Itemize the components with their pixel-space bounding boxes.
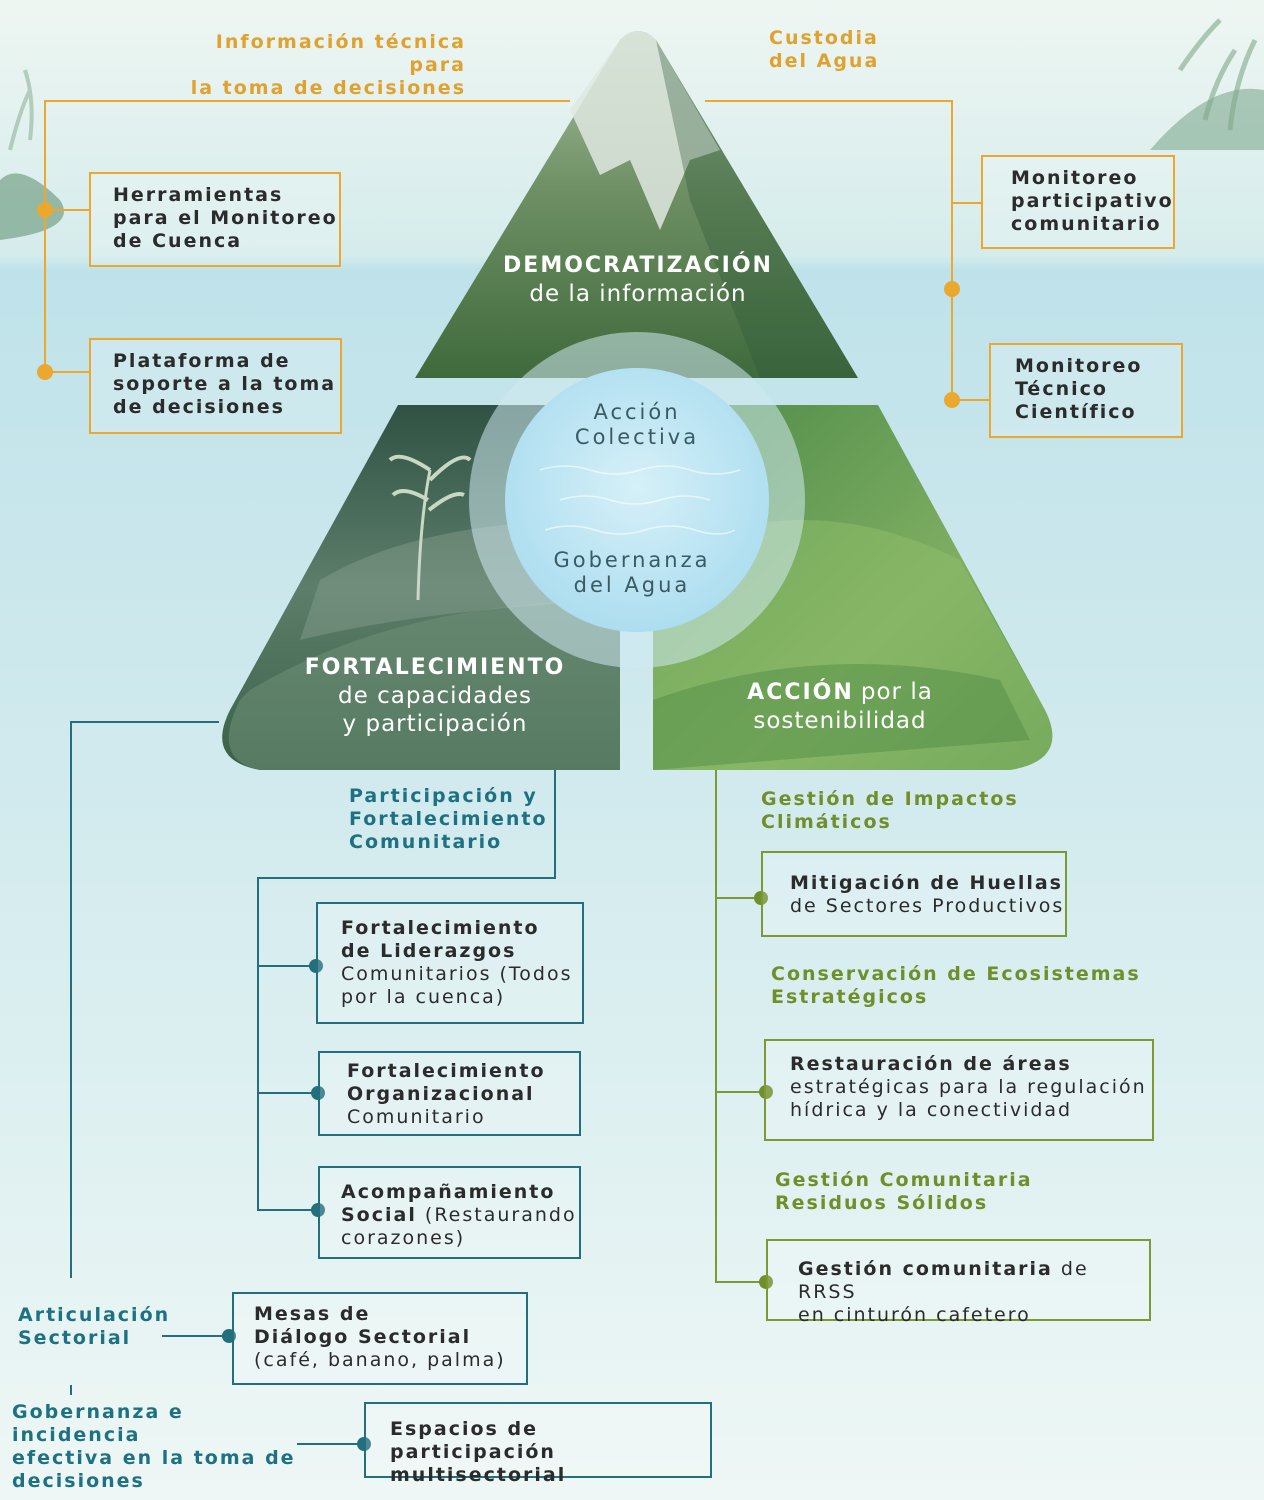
heading-line: Gestión Comunitaria (775, 1169, 1033, 1191)
heading-line: Información técnica para (215, 31, 466, 76)
democratizacion-subtitle: de la información (529, 281, 747, 307)
box-line: Herramientas (113, 184, 284, 206)
box-line: comunitario (1011, 213, 1162, 235)
top-triangle-shape (415, 31, 858, 378)
organizacional-box: Fortalecimiento Organizacional Comunitar… (318, 1051, 581, 1136)
plataforma-box: Plataforma de soporte a la toma de decis… (89, 338, 342, 434)
liderazgos-box: Fortalecimiento de Liderazgos Comunitari… (316, 902, 584, 1024)
impactos-heading: Gestión de Impactos Climáticos (761, 788, 1061, 834)
gobernanza-heading: Gobernanza e incidencia efectiva en la t… (12, 1401, 312, 1493)
box-line: multisectorial (390, 1464, 567, 1486)
democratizacion-title: DEMOCRATIZACIÓN (503, 253, 773, 278)
box-line: Acompañamiento (341, 1181, 556, 1203)
box-line: corazones) (341, 1227, 466, 1249)
center-line-4: del Agua (573, 573, 691, 597)
box-line: de Sectores Productivos (790, 895, 1065, 917)
mitigacion-box: Mitigación de Huellas de Sectores Produc… (761, 851, 1067, 937)
box-line: para el Monitoreo (113, 207, 338, 229)
box-line: Fortalecimiento (341, 917, 540, 939)
box-line: soporte a la toma (113, 373, 337, 395)
box-line: Científico (1015, 401, 1137, 423)
left-triangle-title: FORTALECIMIENTO de capacidades y partici… (270, 654, 600, 738)
center-label-bottom: Gobernanza del Agua (532, 548, 732, 598)
connector-dot (37, 202, 53, 218)
heading-line: Climáticos (761, 811, 892, 833)
box-line: Mitigación de Huellas (790, 872, 1063, 894)
conservacion-heading: Conservación de Ecosistemas Estratégicos (771, 963, 1151, 1009)
heading-line: del Agua (769, 50, 880, 72)
fortalecimiento-title: FORTALECIMIENTO (304, 655, 566, 680)
box-line: Comunitario (347, 1106, 486, 1128)
fortalecimiento-subtitle-2: y participación (342, 711, 528, 737)
heading-line: Estratégicos (771, 986, 929, 1008)
box-line: de Cuenca (113, 230, 243, 252)
connector-dot (759, 1085, 773, 1099)
restauracion-box: Restauración de áreas estratégicas para … (764, 1039, 1154, 1141)
box-line: de Liderazgos (341, 940, 517, 962)
box-line: Diálogo Sectorial (254, 1326, 472, 1348)
heading-line: Gobernanza e incidencia (12, 1401, 184, 1446)
connector-dot (37, 364, 53, 380)
monitoreo-participativo-box: Monitoreo participativo comunitario (981, 155, 1175, 249)
box-line: Restauración de áreas (790, 1053, 1072, 1075)
monitoreo-tecnico-box: Monitoreo Técnico Científico (989, 343, 1183, 438)
connector-dot (944, 281, 960, 297)
mesas-box: Mesas de Diálogo Sectorial (café, banano… (232, 1292, 528, 1385)
box-line: de decisiones (113, 396, 285, 418)
articulacion-heading: Articulación Sectorial (18, 1304, 168, 1350)
box-line: hídrica y la conectividad (790, 1099, 1073, 1121)
heading-line: Participación y (349, 785, 538, 807)
box-line: Fortalecimiento (347, 1060, 546, 1082)
accion-subtitle: sostenibilidad (753, 708, 927, 734)
box-line: Técnico (1015, 378, 1108, 400)
residuos-heading: Gestión Comunitaria Residuos Sólidos (775, 1169, 1075, 1215)
top-triangle-title: DEMOCRATIZACIÓN de la información (478, 252, 798, 308)
box-line: de RRSS (798, 1258, 1089, 1303)
center-water (505, 368, 769, 632)
box-line: por la cuenca) (341, 986, 506, 1008)
heading-line: Articulación (18, 1304, 171, 1326)
right-triangle-title: ACCIÓN por la sostenibilidad (700, 678, 980, 735)
center-label-top: Acción Colectiva (537, 400, 737, 450)
accion-title: ACCIÓN (747, 680, 854, 705)
heading-line: Residuos Sólidos (775, 1192, 989, 1214)
box-line: Espacios de participación (390, 1418, 556, 1463)
fortalecimiento-subtitle-1: de capacidades (338, 683, 532, 709)
box-line: (café, banano, palma) (254, 1349, 506, 1371)
box-line: Monitoreo (1015, 355, 1143, 377)
heading-line: Comunitario (349, 831, 503, 853)
herramientas-box: Herramientas para el Monitoreo de Cuenca (89, 172, 341, 267)
acompanamiento-box: Acompañamiento Social (Restaurando coraz… (318, 1166, 581, 1259)
center-line-2: Colectiva (574, 425, 700, 449)
center-line-1: Acción (593, 400, 681, 424)
heading-line: efectiva en la toma de (12, 1447, 296, 1469)
heading-line: la toma de decisiones (190, 77, 466, 99)
info-tecnica-heading: Información técnica para la toma de deci… (160, 31, 466, 100)
box-line: Monitoreo (1011, 167, 1139, 189)
accion-title-rest: por la (860, 679, 933, 705)
heading-line: Sectorial (18, 1327, 132, 1349)
heading-line: Custodia (769, 27, 879, 49)
espacios-box: Espacios de participación multisectorial (364, 1402, 712, 1486)
heading-line: decisiones (12, 1470, 145, 1492)
box-line: Gestión comunitaria (798, 1258, 1053, 1280)
custodia-heading: Custodia del Agua (769, 27, 969, 73)
heading-line: Conservación de Ecosistemas (771, 963, 1141, 985)
box-line: Organizacional (347, 1083, 535, 1105)
heading-line: Gestión de Impactos (761, 788, 1019, 810)
box-line: (Restaurando (424, 1204, 577, 1226)
box-line: Plataforma de (113, 350, 291, 372)
rrss-box: Gestión comunitaria de RRSS en cinturón … (766, 1239, 1151, 1326)
center-line-3: Gobernanza (553, 548, 711, 572)
box-line: estratégicas para la regulación (790, 1076, 1147, 1098)
connector-dot (944, 392, 960, 408)
box-line: Social (341, 1204, 417, 1226)
box-line: participativo (1011, 190, 1174, 212)
participacion-heading: Participación y Fortalecimiento Comunita… (349, 785, 569, 854)
box-line: Mesas de (254, 1303, 371, 1325)
box-line: en cinturón cafetero (798, 1304, 1031, 1326)
box-line: Comunitarios (Todos (341, 963, 573, 985)
heading-line: Fortalecimiento (349, 808, 548, 830)
